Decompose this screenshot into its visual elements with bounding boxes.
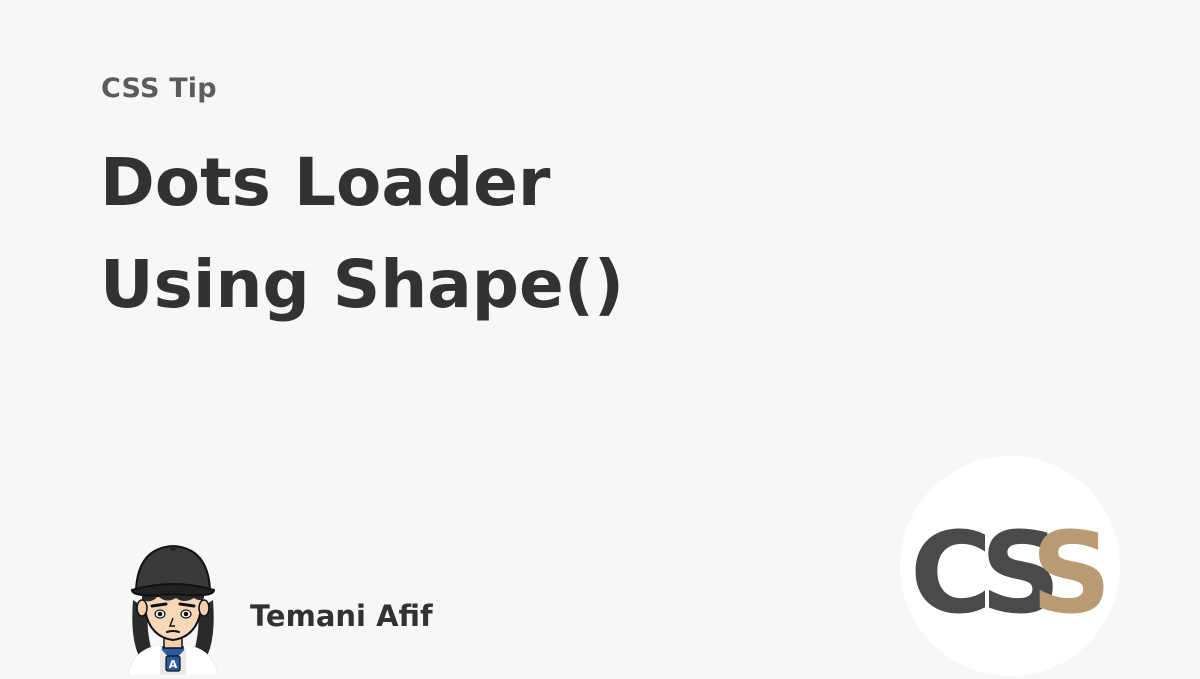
page-title: Dots Loader Using Shape()	[100, 132, 624, 336]
css-logo-icon: CS S	[900, 456, 1120, 676]
page-title-line-2: Using Shape()	[100, 246, 625, 323]
page-title-line-1: Dots Loader	[100, 144, 551, 221]
eyebrow-label: CSS Tip	[101, 73, 217, 104]
svg-text:S: S	[1031, 509, 1112, 639]
svg-text:CS: CS	[910, 509, 1053, 639]
svg-text:A: A	[169, 658, 178, 671]
author-name: Temani Afif	[250, 599, 433, 633]
cartoon-avatar-icon: A	[118, 540, 228, 675]
